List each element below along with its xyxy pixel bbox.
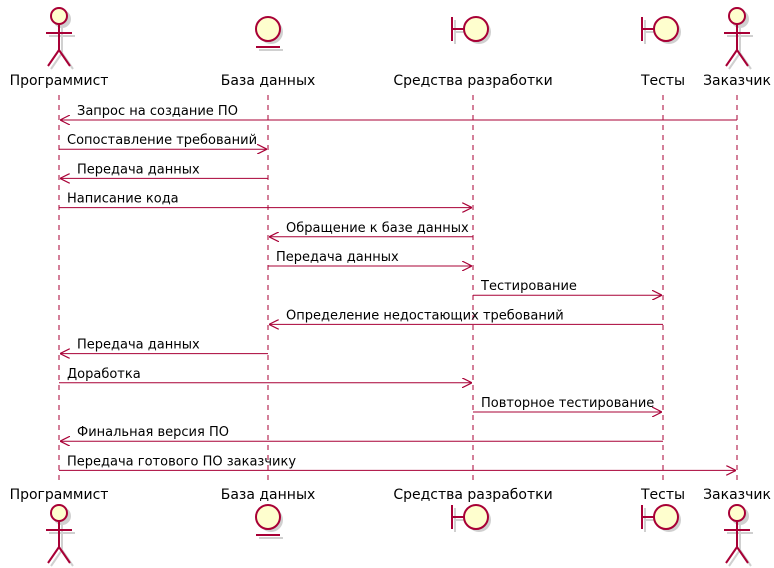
message-label-1: Сопоставление требований [67,133,257,148]
participant-label-bottom-cust: Заказчик [703,487,771,503]
db-entity-icon-bottom [255,504,283,539]
message-label-4: Обращение к базе данных [286,221,469,236]
message-label-10: Повторное тестирование [481,396,654,411]
db-entity-icon-top [255,16,283,51]
message-label-0: Запрос на создание ПО [77,104,238,119]
cust-actor-icon-top [724,7,753,70]
participant-label-top-dev: Средства разработки [393,73,552,89]
participant-label-top-prog: Программист [10,73,109,89]
prog-actor-icon-bottom [46,504,75,567]
message-label-6: Тестирование [480,279,577,294]
message-label-12: Передача готового ПО заказчику [67,454,296,469]
message-label-2: Передача данных [77,162,200,177]
participant-label-bottom-tests: Тесты [640,487,685,503]
participant-label-top-tests: Тесты [640,73,685,89]
dev-boundary-icon-top [451,16,491,44]
tests-boundary-icon-bottom [641,504,681,532]
participant-label-top-db: База данных [221,73,316,89]
message-label-7: Определение недостающих требований [286,308,564,323]
participant-label-bottom-dev: Средства разработки [393,487,552,503]
prog-actor-icon-top [46,7,75,70]
message-label-11: Финальная версия ПО [77,425,229,440]
message-label-9: Доработка [67,367,141,382]
participant-label-top-cust: Заказчик [703,73,771,89]
participant-label-bottom-prog: Программист [10,487,109,503]
tests-boundary-icon-top [641,16,681,44]
cust-actor-icon-bottom [724,504,753,567]
message-label-8: Передача данных [77,338,200,353]
message-label-5: Передача данных [276,250,399,265]
dev-boundary-icon-bottom [451,504,491,532]
participant-label-bottom-db: База данных [221,487,316,503]
message-label-3: Написание кода [67,192,179,207]
